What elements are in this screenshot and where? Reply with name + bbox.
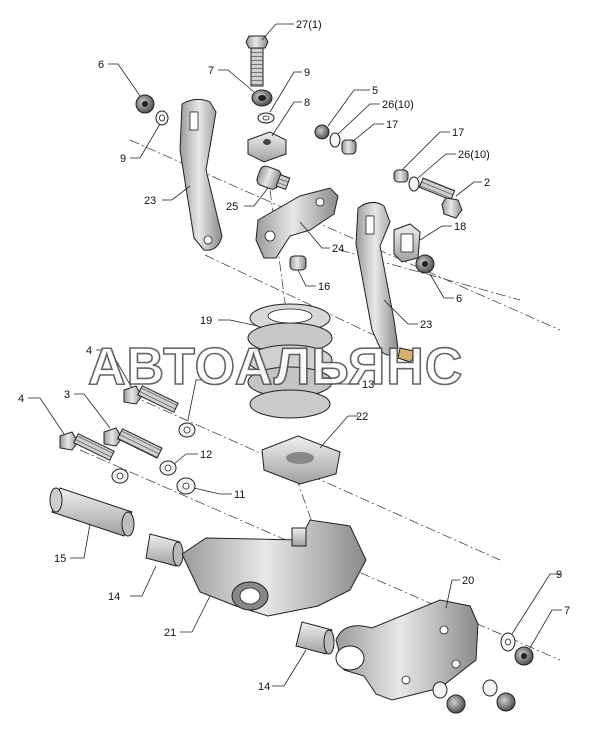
- bushing-16-part: [289, 255, 307, 271]
- sleeve-17-left-part: [341, 139, 357, 155]
- plate-18-part: [393, 223, 421, 263]
- callout-25: 25: [226, 201, 238, 213]
- callout-2: 2: [484, 177, 490, 189]
- washer-12-part: [159, 460, 177, 476]
- callout-9-upper-left: 9: [120, 153, 126, 165]
- bolt-2-part: [418, 177, 463, 219]
- nut-6-right-part: [415, 254, 435, 274]
- spring-seat-22-part: [261, 435, 341, 485]
- callout-4-upper: 4: [86, 345, 92, 357]
- nut-bottom-a-part: [446, 694, 466, 714]
- callout-26-right: 26(10): [458, 149, 490, 161]
- bracket-23-right-part: [355, 202, 419, 363]
- callout-17-left: 17: [386, 119, 398, 131]
- callout-labels: 27(1) 6 7 9 8 5 26(10) 17 9 17 26(10) 2 …: [18, 19, 570, 693]
- bracket-23-left-part: [179, 98, 223, 251]
- washer-9-upper-left-part: [155, 110, 169, 126]
- spring-19-part: [247, 303, 333, 419]
- housing-21-part: [181, 519, 367, 617]
- callout-15: 15: [54, 553, 66, 565]
- pin-25-part: [256, 165, 291, 190]
- callout-27: 27(1): [296, 19, 322, 31]
- callout-24: 24: [332, 243, 344, 255]
- callout-6-right: 6: [456, 293, 462, 305]
- plate-20-part: [335, 599, 479, 701]
- watermark: АВТОАЛЬЯНС: [88, 338, 463, 396]
- callout-13: 13: [362, 379, 374, 391]
- callout-22: 22: [356, 411, 368, 423]
- callout-4-lower: 4: [18, 393, 24, 405]
- nut-bottom-b-part: [496, 692, 516, 712]
- callout-9-top: 9: [304, 67, 310, 79]
- washer-9-top-part: [257, 112, 275, 124]
- bushing-14-left-part: [145, 533, 184, 567]
- bolt-27-part: [245, 35, 269, 87]
- callout-23-right: 23: [420, 319, 432, 331]
- washer-26-right-part: [408, 176, 420, 192]
- washer-lower-left-part: [111, 468, 129, 484]
- callout-16: 16: [318, 281, 330, 293]
- callout-11: 11: [234, 489, 245, 501]
- callout-7-lower-right: 7: [564, 605, 570, 617]
- callout-18: 18: [454, 221, 466, 233]
- nut-7-top-part: [251, 89, 273, 107]
- nut-6-upper-part: [135, 94, 155, 114]
- washer-9-lower-right-part: [500, 632, 516, 652]
- washer-11-part: [176, 477, 196, 495]
- spacer-5-part: [314, 124, 330, 140]
- sleeve-17-right-part: [393, 169, 409, 183]
- callout-14-right: 14: [258, 681, 270, 693]
- callout-9-middle: 9: [206, 375, 212, 387]
- callout-8: 8: [304, 97, 310, 109]
- callout-20: 20: [462, 575, 474, 587]
- bolt-3-part: [103, 427, 163, 459]
- washer-bottom-b-part: [482, 679, 498, 697]
- callout-23-left: 23: [144, 195, 156, 207]
- callout-6-upper: 6: [98, 59, 104, 71]
- bolt-4-upper-part: [123, 385, 179, 413]
- washer-9-middle-part: [178, 422, 196, 438]
- nut-7-lower-right-part: [514, 646, 534, 666]
- bushing-14-right-part: [295, 621, 335, 655]
- callout-7-upper: 7: [208, 65, 214, 77]
- callout-21: 21: [164, 627, 176, 639]
- callout-12: 12: [200, 449, 212, 461]
- lever-24-part: [255, 187, 339, 259]
- callout-3: 3: [64, 389, 70, 401]
- shaft-15-part: [49, 487, 135, 537]
- leader-lines: [28, 23, 562, 687]
- callout-26-left: 26(10): [382, 99, 414, 111]
- washer-bottom-a-part: [432, 681, 448, 699]
- callout-19: 19: [200, 315, 212, 327]
- washer-26-left-part: [329, 132, 341, 148]
- callout-5: 5: [372, 85, 378, 97]
- block-8-part: [247, 131, 287, 163]
- callout-17-right: 17: [452, 127, 464, 139]
- callout-9-lower-right: 9: [556, 569, 562, 581]
- callout-14-left: 14: [108, 591, 120, 603]
- bolt-4-lower-part: [59, 431, 115, 461]
